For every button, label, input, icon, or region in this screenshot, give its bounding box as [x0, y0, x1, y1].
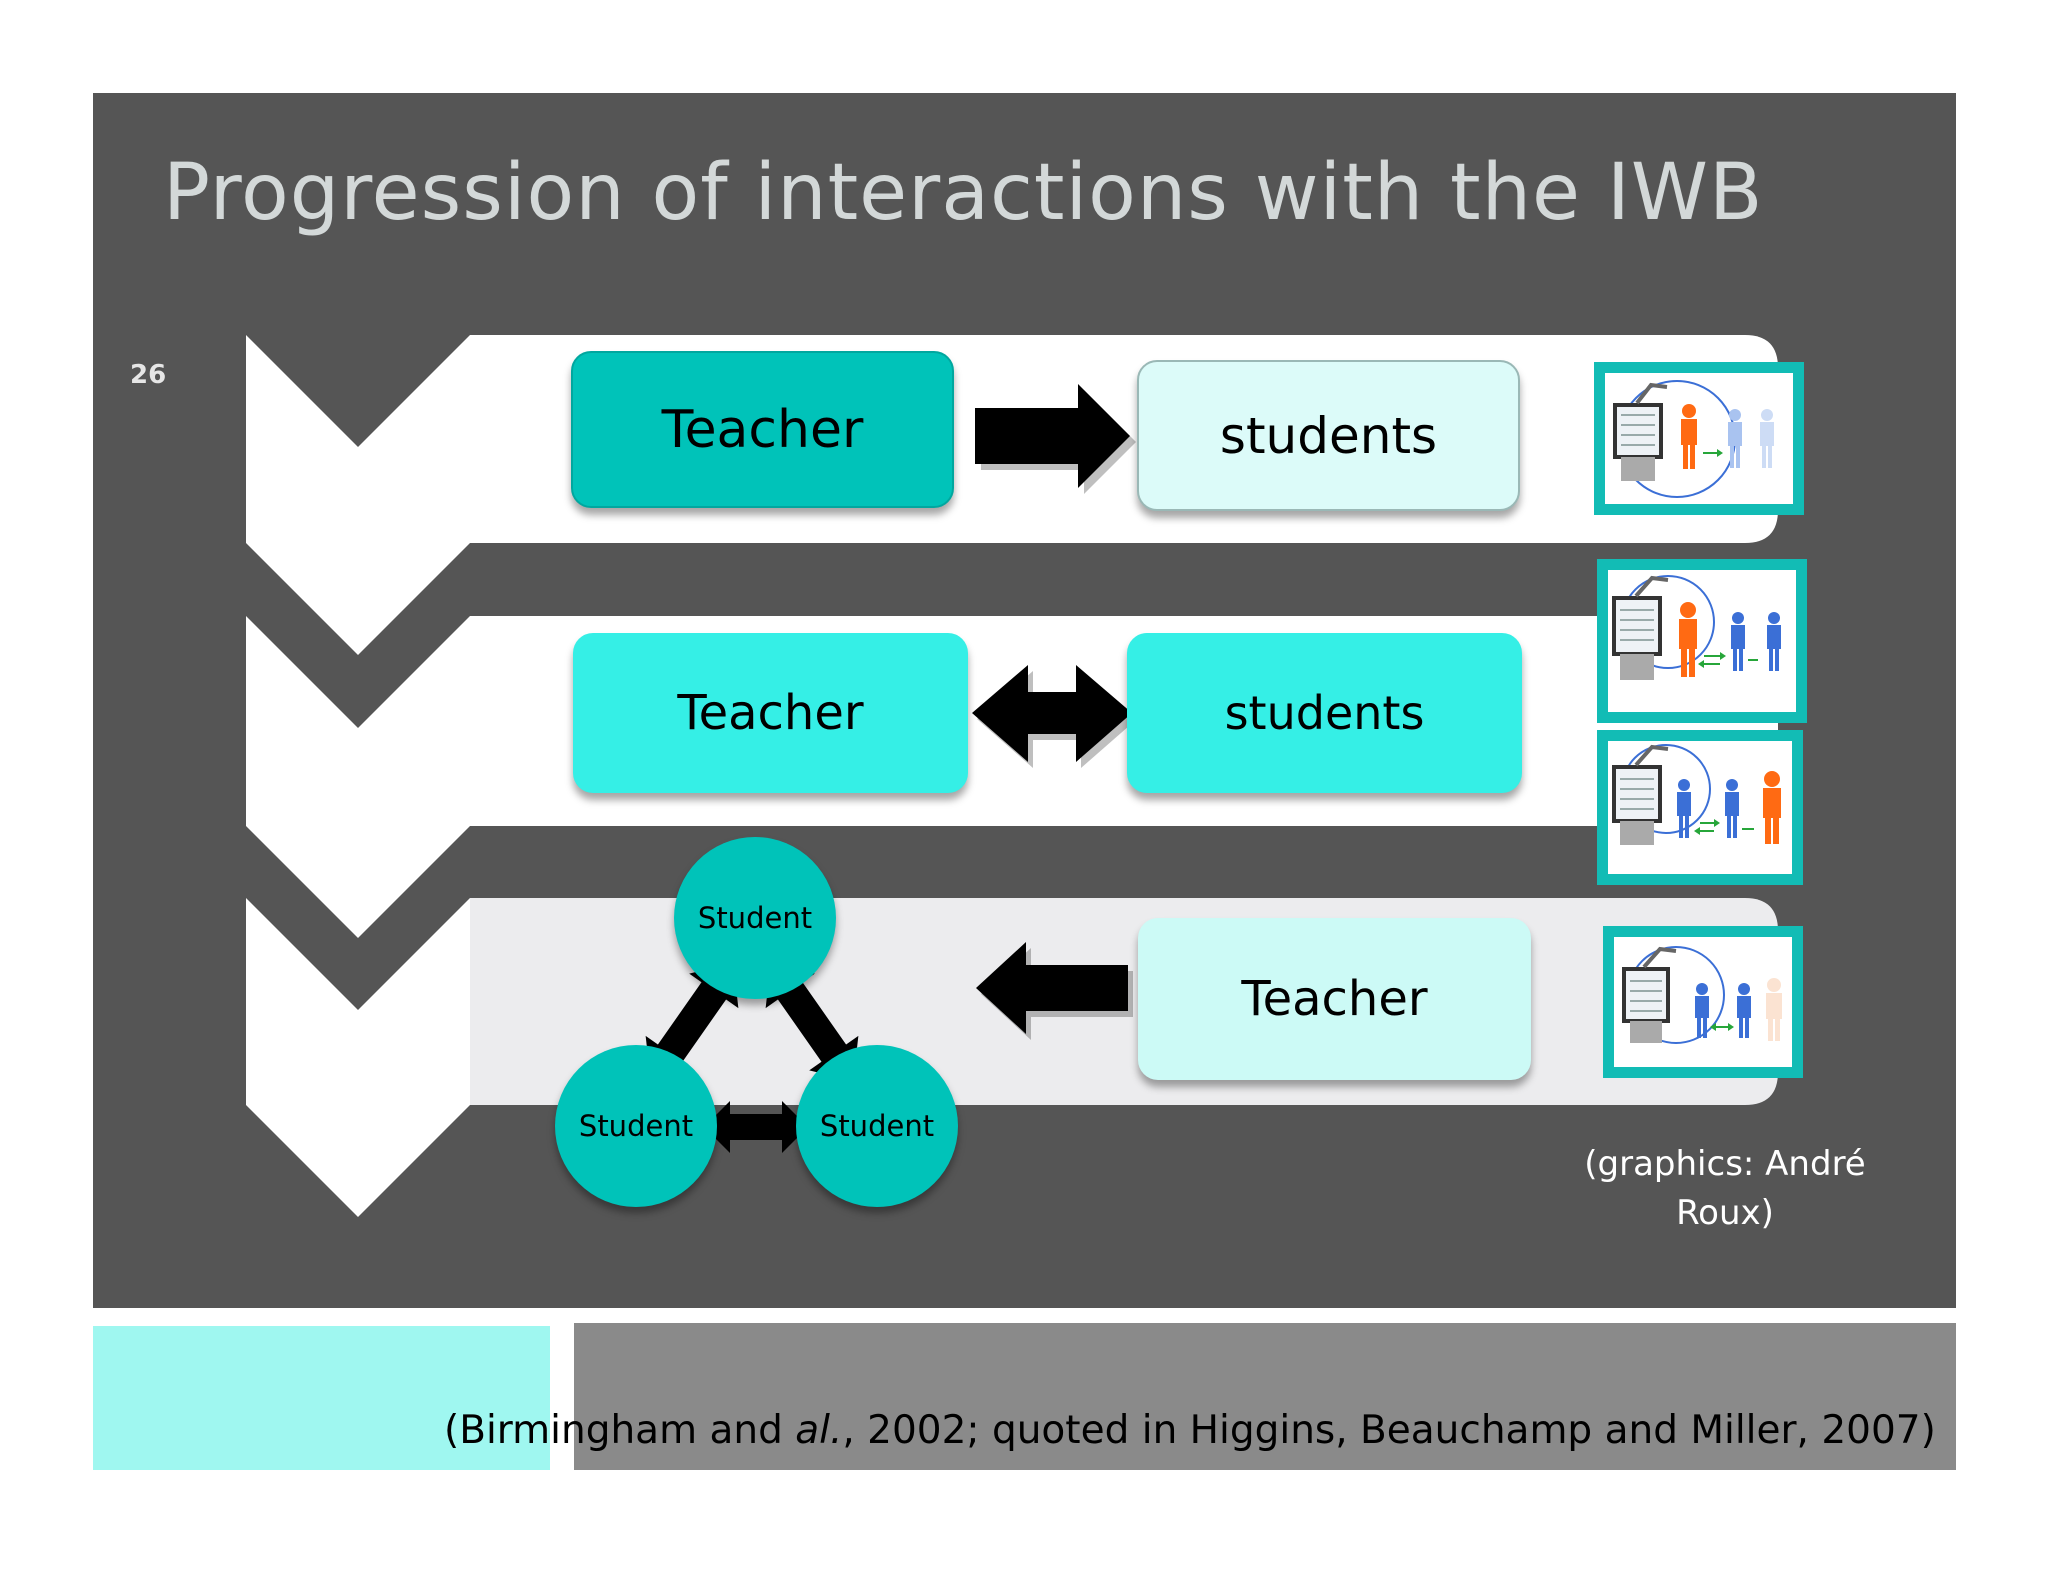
graphics-credit-line-2: Roux)	[1676, 1193, 1774, 1234]
teacher-box-row-1: Teacher	[571, 351, 954, 508]
student-circle-left: Student	[555, 1045, 717, 1207]
graphics-credit-line-1: (graphics: André	[1584, 1144, 1866, 1184]
students-box-row-1: students	[1137, 360, 1520, 511]
students-label-row-2: students	[1224, 686, 1425, 740]
footer-accent-bar	[93, 1326, 550, 1470]
iwb-students-teacher-exchange-icon	[1597, 730, 1803, 885]
footer-gray-bar	[574, 1323, 1956, 1470]
students-box-row-2: students	[1127, 633, 1522, 793]
slide-title: Progression of interactions with the IWB	[163, 148, 1764, 238]
iwb-students-collaboration-icon	[1603, 926, 1803, 1078]
teacher-label-row-2: Teacher	[677, 685, 864, 741]
student-circle-top: Student	[674, 837, 836, 999]
student-label-top: Student	[697, 901, 813, 935]
students-label-row-1: students	[1219, 406, 1438, 465]
citation-italic: al.	[795, 1408, 843, 1453]
student-circle-right: Student	[796, 1045, 958, 1207]
chevron-3	[246, 898, 470, 1217]
graphics-credit: (graphics: André Roux)	[1575, 1140, 1875, 1239]
citation: (Birmingham and al., 2002; quoted in Hig…	[444, 1408, 1936, 1453]
chevron-2	[246, 616, 470, 938]
double-arrow-row-2	[972, 665, 1137, 768]
arrow-left-row-3	[976, 942, 1133, 1040]
citation-after: , 2002; quoted in Higgins, Beauchamp and…	[842, 1408, 1936, 1453]
arrow-right-row-1	[975, 384, 1136, 494]
slide-number: 26	[130, 360, 167, 390]
teacher-label-row-1: Teacher	[661, 399, 864, 460]
cycle-arrow-top-right	[765, 963, 859, 1081]
citation-before: (Birmingham and	[444, 1408, 796, 1453]
teacher-box-row-3: Teacher	[1138, 918, 1531, 1080]
iwb-teacher-to-students-icon	[1594, 362, 1804, 515]
teacher-box-row-2: Teacher	[573, 633, 968, 793]
student-label-left: Student	[578, 1109, 694, 1143]
chevron-1	[246, 335, 470, 655]
teacher-label-row-3: Teacher	[1241, 971, 1428, 1027]
student-label-right: Student	[819, 1109, 935, 1143]
iwb-teacher-students-exchange-icon	[1597, 559, 1807, 723]
cycle-arrow-bottom	[704, 1101, 808, 1153]
